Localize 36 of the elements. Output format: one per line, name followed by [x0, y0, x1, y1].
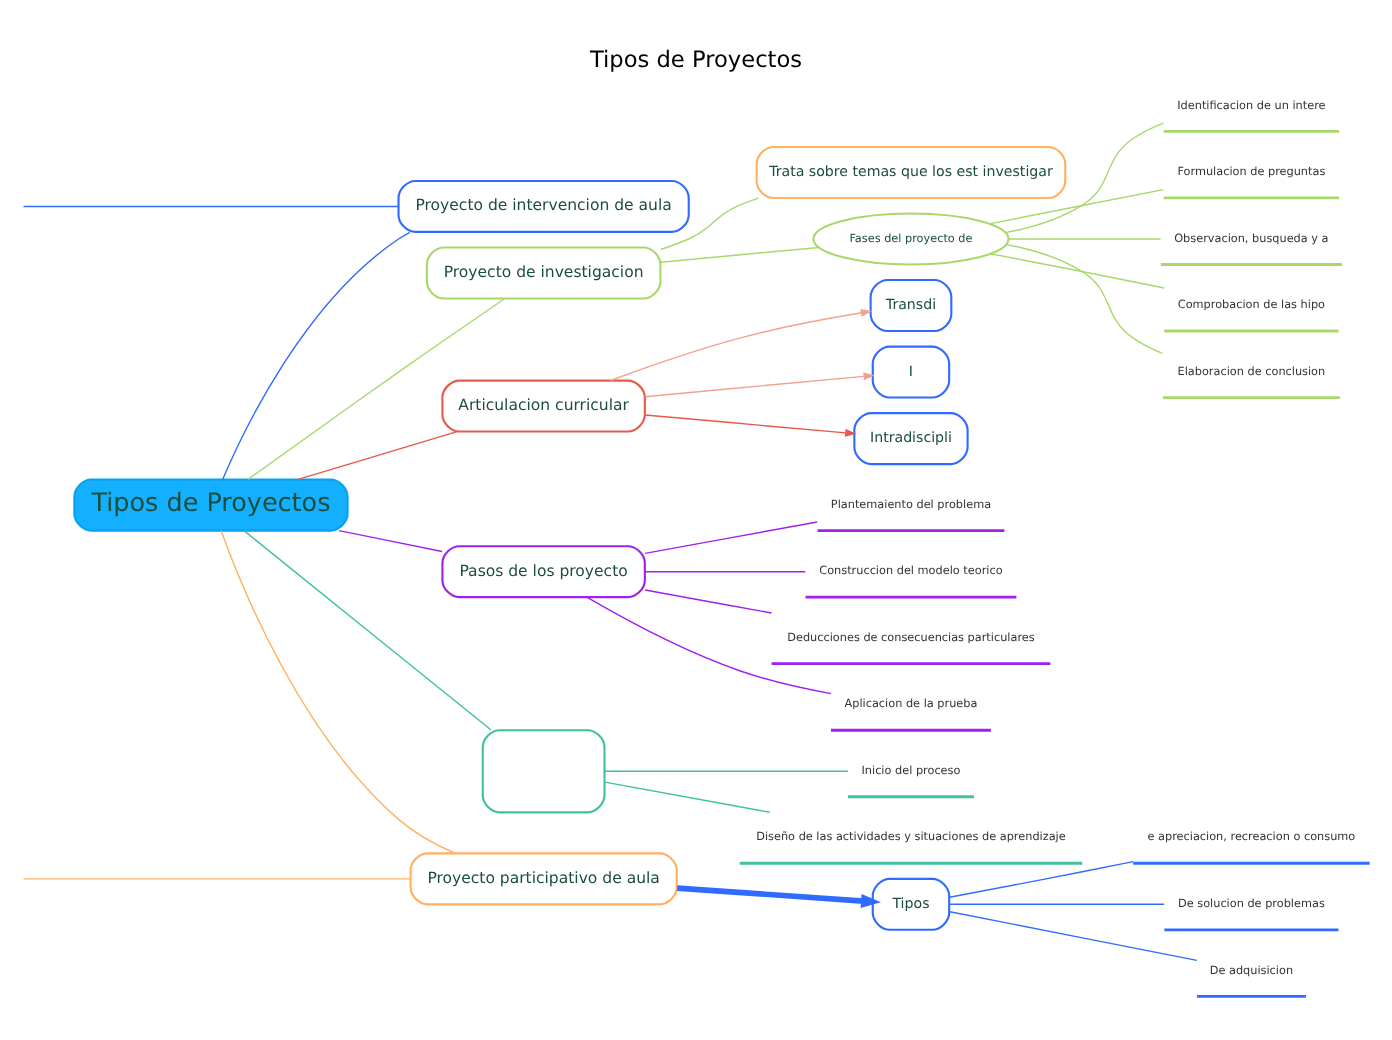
- node-box: [481, 729, 606, 814]
- connector: [243, 529, 492, 731]
- node-box: I: [871, 345, 951, 399]
- connector: [338, 529, 443, 553]
- connector: [660, 246, 820, 263]
- node-box: Intradiscipli: [853, 412, 969, 466]
- node-box: Trata sobre temas que los est investigar: [755, 145, 1067, 199]
- arrow: [676, 885, 881, 908]
- node-box: Transdi: [869, 279, 953, 333]
- connector: [644, 589, 773, 614]
- connector: [296, 430, 458, 481]
- connector: [948, 860, 1134, 899]
- connector: [220, 530, 456, 854]
- connector: [22, 205, 399, 208]
- arrow: [609, 309, 873, 382]
- node-box: Tipos: [871, 877, 951, 931]
- arrow: [644, 372, 875, 398]
- connector: [988, 188, 1164, 225]
- connector: [1007, 238, 1162, 240]
- connector: [660, 197, 760, 251]
- connector: [586, 596, 832, 695]
- connector: [1005, 243, 1164, 354]
- connector: [949, 903, 1165, 906]
- arrow: [644, 414, 857, 437]
- connector: [644, 570, 806, 573]
- diagram-title: Tipos de Proyectos: [589, 45, 803, 74]
- connector: [1004, 122, 1165, 234]
- connector: [604, 781, 771, 813]
- connector: [604, 770, 849, 772]
- connector: [221, 231, 411, 481]
- connector: [989, 253, 1165, 289]
- connector: [247, 297, 506, 481]
- connector: [949, 911, 1198, 962]
- node-box: Tipos de Proyectos: [73, 478, 349, 532]
- connector: [22, 878, 412, 880]
- connector: [644, 521, 818, 555]
